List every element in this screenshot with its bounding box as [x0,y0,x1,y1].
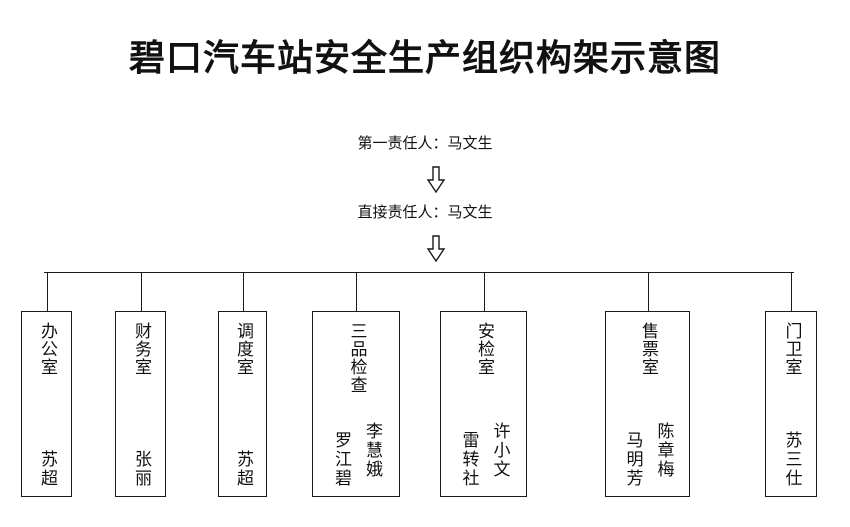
department-title-dispatch: 调度室 [219,322,266,376]
department-title-text: 办公室 [37,322,57,376]
staff-name: 陈章梅 [653,422,674,479]
department-title-security-check: 安检室 [441,322,526,376]
department-title-text: 三品检查 [346,322,367,394]
department-box-office[interactable]: 办公室苏超 [21,311,72,497]
department-title-gate-guard: 门卫室 [766,322,816,376]
department-title-ticket-office: 售票室 [606,322,689,376]
department-title-text: 调度室 [233,322,253,376]
department-title-text: 售票室 [638,322,658,376]
staff-name: 许小文 [489,422,510,479]
department-box-three-goods-inspection[interactable]: 三品检查李慧娥罗江碧 [312,311,400,497]
staff-name: 雷转社 [458,431,479,488]
staff-name: 马明芳 [622,431,643,488]
department-box-finance[interactable]: 财务室张丽 [115,311,166,497]
drop-line-security-check [483,272,485,311]
department-staff-office: 苏超 [22,450,71,488]
department-staff-finance: 张丽 [116,450,165,488]
drop-line-office [46,272,48,311]
staff-name: 罗江碧 [331,431,351,488]
arrow-down-icon [425,235,447,263]
direct-responsible-person-label: 直接责任人：马文生 [357,203,493,221]
department-staff-dispatch: 苏超 [219,450,266,488]
department-staff-three-goods-inspection: 李慧娥罗江碧 [313,422,399,488]
department-box-security-check[interactable]: 安检室许小文雷转社 [440,311,527,497]
department-title-text: 门卫室 [781,322,802,376]
department-staff-security-check: 许小文雷转社 [441,422,526,488]
department-title-office: 办公室 [22,322,71,376]
department-staff-gate-guard: 苏三仕 [766,431,816,488]
staff-name: 苏三仕 [781,431,802,488]
drop-line-ticket-office [647,272,649,311]
drop-line-finance [140,272,142,311]
arrow-down-icon [425,166,447,194]
drop-line-three-goods-inspection [356,272,357,311]
staff-name: 苏超 [233,450,253,488]
department-box-gate-guard[interactable]: 门卫室苏三仕 [765,311,817,497]
department-title-text: 财务室 [131,322,151,376]
department-title-text: 安检室 [474,322,494,376]
department-box-dispatch[interactable]: 调度室苏超 [218,311,267,497]
staff-name: 李慧娥 [362,422,382,479]
drop-line-dispatch [242,272,244,311]
first-responsible-person-label: 第一责任人：马文生 [357,134,493,152]
staff-name: 张丽 [131,450,151,488]
staff-name: 苏超 [37,450,57,488]
department-box-ticket-office[interactable]: 售票室陈章梅马明芳 [605,311,690,497]
department-title-three-goods-inspection: 三品检查 [313,322,399,394]
department-staff-ticket-office: 陈章梅马明芳 [606,422,689,488]
drop-line-gate-guard [791,272,792,311]
department-title-finance: 财务室 [116,322,165,376]
page-title: 碧口汽车站安全生产组织构架示意图 [128,37,721,79]
connector-bar [44,272,794,273]
